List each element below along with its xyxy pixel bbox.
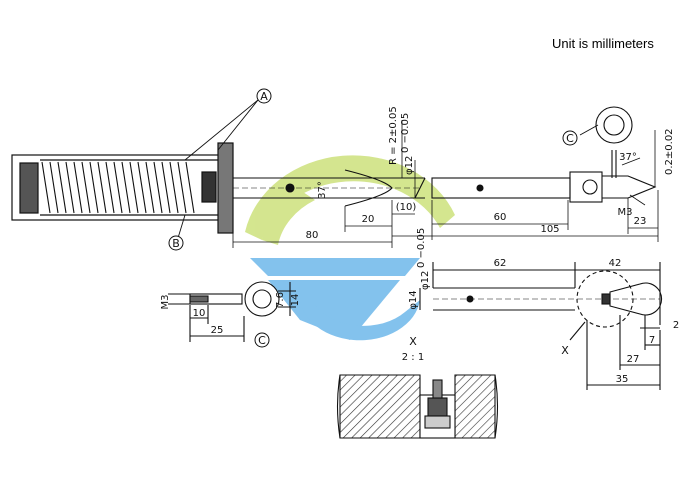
dia-12-bottom: φ12: [420, 271, 431, 290]
svg-text:C: C: [258, 334, 266, 347]
tip-tolerance: 0.2±0.02: [664, 128, 675, 175]
dim-60: 60: [494, 212, 507, 223]
detail-marker-x: X: [561, 344, 569, 357]
dim-23: 23: [634, 216, 647, 227]
dim-7: 7: [649, 335, 655, 346]
thread-m3-top: M3: [618, 207, 633, 218]
svg-text:B: B: [172, 237, 180, 250]
dia-12-top-group: φ12 0 −0.05: [400, 113, 415, 175]
tol-12-bottom: 0 −0.05: [416, 228, 427, 268]
eye-bolt-left: [168, 281, 296, 342]
dim-25: 25: [211, 325, 224, 336]
spring-housing: [11, 142, 234, 234]
callout-b: B: [168, 235, 184, 251]
angle-37-tip: 37°: [619, 152, 637, 163]
dia-14-mid: φ14: [408, 290, 419, 309]
dim-35: 35: [616, 374, 629, 385]
section-label: X: [409, 335, 417, 348]
callout-c-bottom: C: [254, 332, 270, 348]
dim-105: 105: [540, 224, 559, 235]
dim-20: 20: [362, 214, 375, 225]
section-x-view: [336, 374, 499, 439]
section-scale: 2 : 1: [402, 352, 424, 363]
svg-text:C: C: [566, 132, 574, 145]
radius-dimension: R = 2±0.05: [388, 106, 399, 165]
spring-coil: [41, 161, 195, 214]
dim-10-ref: (10): [396, 202, 417, 213]
middle-shaft: [419, 262, 663, 390]
svg-text:A: A: [260, 90, 268, 103]
dim-42: 42: [609, 258, 622, 269]
unit-note: Unit is millimeters: [552, 36, 654, 51]
dia-12-bottom-group: φ12 0 −0.05: [416, 228, 431, 290]
dim-2: 2: [673, 320, 679, 331]
callout-a: A: [256, 88, 272, 104]
dim-80: 80: [306, 230, 319, 241]
dim-7-6: 7.6: [275, 292, 286, 308]
dim-62: 62: [494, 258, 507, 269]
probe-shaft: [233, 106, 657, 207]
dim-10-left: 10: [193, 308, 206, 319]
dia-12-top: φ12: [404, 156, 415, 175]
top-dimension-lines: [232, 120, 659, 248]
angle-37-shaft: 37°: [317, 181, 328, 199]
dim-27: 27: [627, 354, 640, 365]
thread-m3-left: M3: [160, 295, 171, 310]
tol-12-top: 0 −0.05: [400, 113, 411, 153]
dim-14-eye: 14: [290, 294, 301, 307]
callout-leaders: [177, 99, 599, 239]
callout-c-top: C: [562, 130, 578, 146]
watermark-logo: [245, 155, 455, 341]
